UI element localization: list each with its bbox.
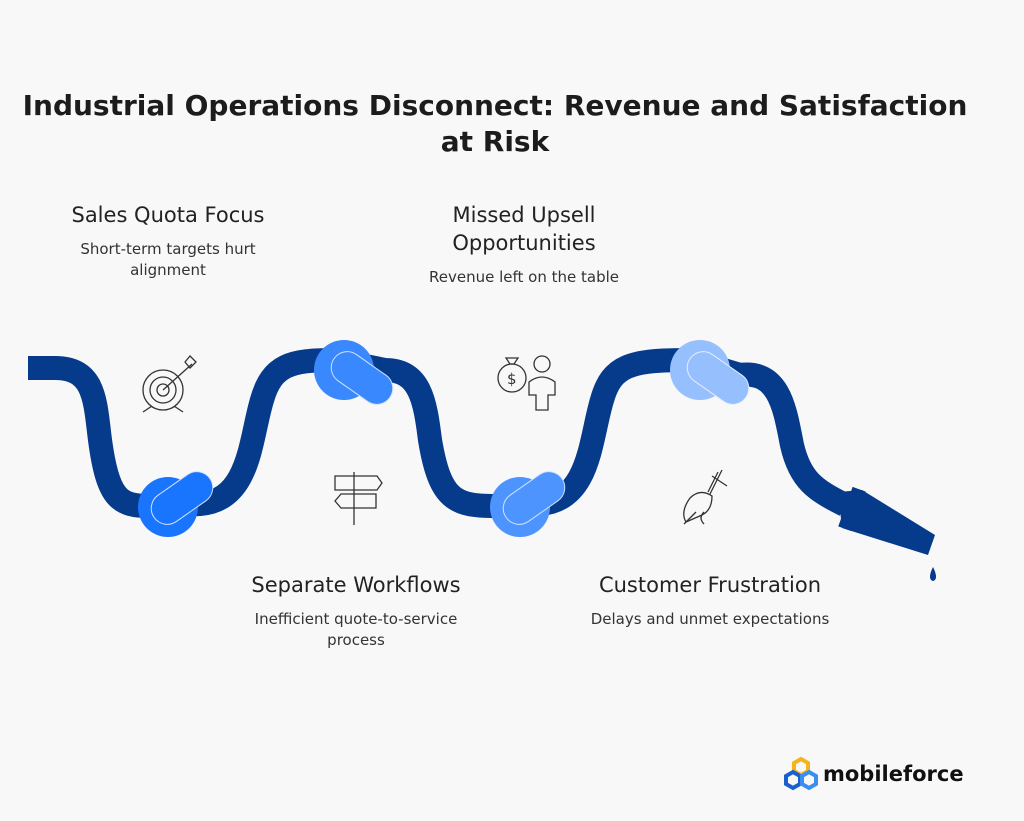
item-heading: Separate Workflows — [251, 573, 461, 597]
item-sales-quota-focus: Sales Quota Focus Short-term targets hur… — [48, 201, 288, 281]
mobileforce-logo: mobileforce — [783, 757, 964, 791]
item-description: Inefficient quote-to-service process — [254, 610, 458, 649]
logo-text: mobileforce — [823, 762, 964, 786]
item-heading: Sales Quota Focus — [71, 203, 265, 227]
page-title: Industrial Operations Disconnect: Revenu… — [22, 89, 968, 158]
knot-2 — [314, 340, 394, 405]
item-heading: Customer Frustration — [598, 573, 822, 597]
money-person-icon: $ — [497, 355, 556, 411]
target-icon — [142, 355, 197, 413]
knot-1 — [138, 471, 214, 537]
item-description: Short-term targets hurt alignment — [80, 240, 256, 279]
knot-3 — [490, 471, 566, 537]
signpost-icon — [334, 472, 383, 525]
fist-pitchfork-icon — [683, 469, 728, 525]
item-separate-workflows: Separate Workflows Inefficient quote-to-… — [236, 571, 476, 651]
item-description: Delays and unmet expectations — [590, 610, 830, 628]
hose — [28, 347, 851, 519]
hose-nozzle — [838, 486, 936, 581]
item-description: Revenue left on the table — [429, 268, 619, 286]
svg-text:$: $ — [507, 370, 517, 388]
logo-mark-icon — [784, 757, 818, 791]
knot-4 — [670, 340, 750, 405]
item-missed-upsell: Missed Upsell Opportunities Revenue left… — [404, 201, 644, 288]
water-drop-icon — [930, 567, 936, 581]
item-customer-frustration: Customer Frustration Delays and unmet ex… — [590, 571, 830, 630]
item-heading: Missed Upsell Opportunities — [452, 203, 596, 255]
